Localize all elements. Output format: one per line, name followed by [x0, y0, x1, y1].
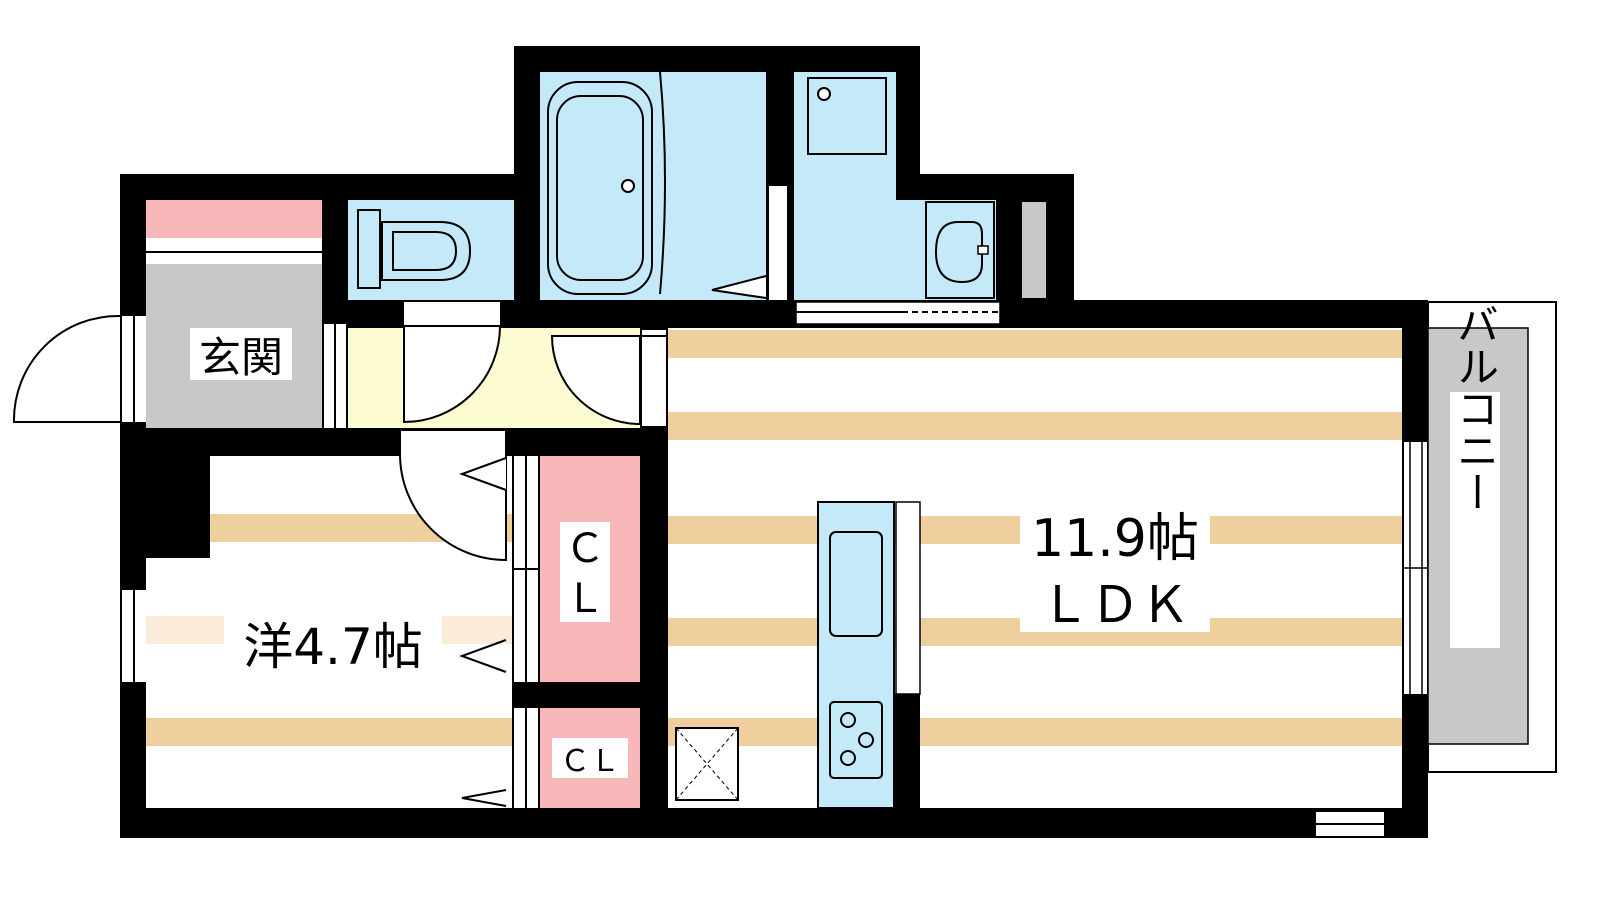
balcony: バルコニー [1427, 301, 1557, 773]
closet-large-label-top: Ｃ [565, 526, 605, 572]
balcony-label: バルコニー [1451, 303, 1500, 513]
toilet-door [403, 325, 502, 424]
storage-shelf [1022, 202, 1046, 298]
ldk-size-label: 11.9帖 [1031, 509, 1199, 569]
stove-icon [829, 701, 883, 779]
closet-small-label: ＣＬ [560, 744, 620, 779]
bathtub-icon [547, 81, 653, 295]
western-room-label: 洋4.7帖 [243, 618, 423, 676]
ldk-door [550, 335, 641, 426]
hallway [348, 302, 666, 428]
closet-small: ＣＬ [514, 708, 640, 808]
kitchen-sink-icon [829, 531, 883, 637]
front-door[interactable] [12, 314, 146, 423]
balcony-window[interactable] [1404, 442, 1428, 694]
toilet-bowl-icon [381, 221, 472, 281]
entrance: 玄関 [146, 200, 346, 428]
bathroom [540, 71, 766, 300]
washroom-sliding-door [795, 301, 1001, 325]
sink-icon [934, 221, 983, 284]
ldk-name-label: ＬＤＫ [1040, 576, 1190, 634]
bath-door [711, 186, 789, 300]
western-window [122, 590, 146, 682]
toilet-tank-icon [357, 209, 381, 289]
western-room: 洋4.7帖 [120, 429, 512, 808]
entrance-label: 玄関 [199, 333, 283, 382]
closet-large: Ｃ Ｌ [514, 456, 640, 682]
toilet-room [348, 200, 514, 300]
western-room-door [399, 429, 507, 562]
washroom [794, 72, 1046, 300]
drain-icon [621, 179, 635, 193]
closet-large-label-bottom: Ｌ [565, 576, 605, 622]
shoe-cabinet [146, 200, 322, 238]
ldk-room: 11.9帖 ＬＤＫ [668, 328, 1402, 836]
